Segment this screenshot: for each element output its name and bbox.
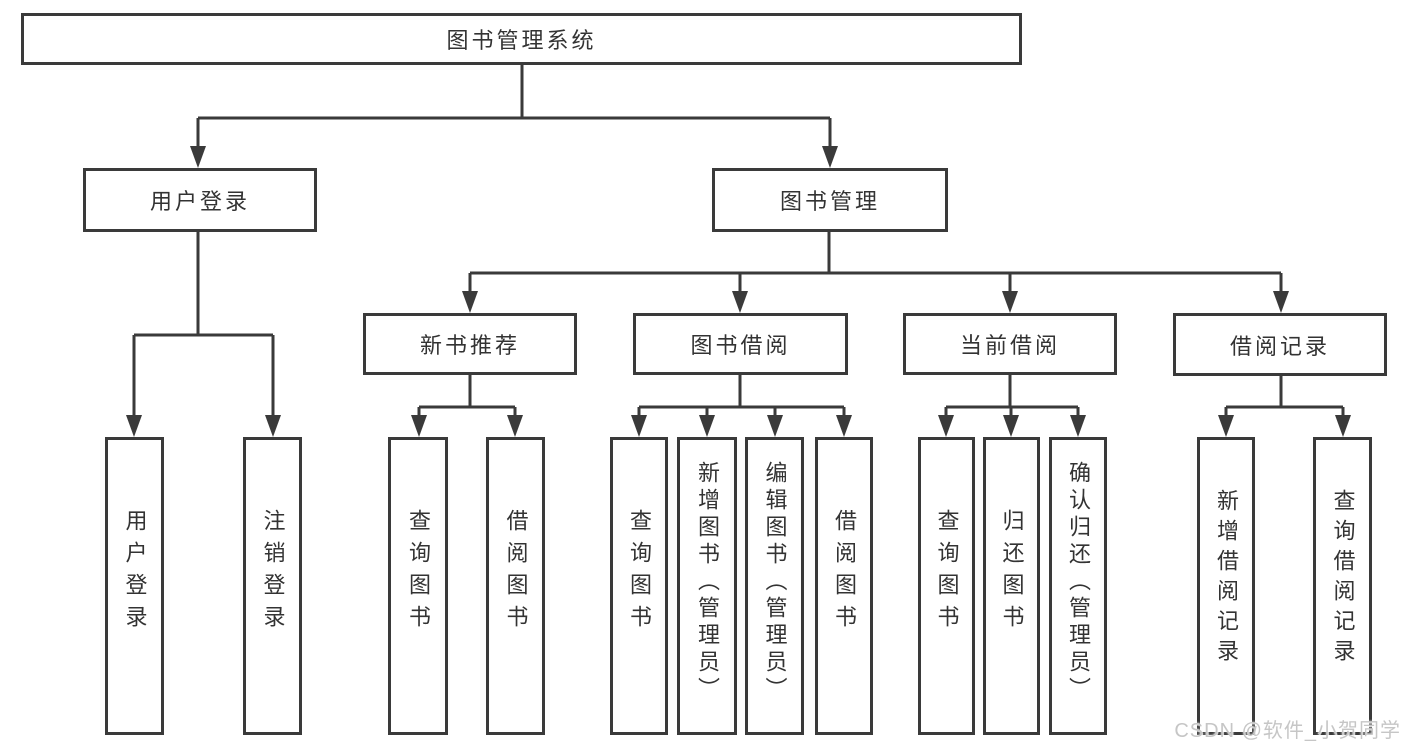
connector-borrow-records-children bbox=[1224, 375, 1345, 421]
leaf-label: 查询图书 bbox=[406, 509, 431, 637]
node-book-borrowing: 图书借阅 bbox=[633, 313, 848, 375]
leaf-add-book-admin: 新增图书（管理员） bbox=[677, 437, 737, 735]
node-label: 借阅记录 bbox=[1229, 333, 1330, 359]
arrowhead-icon bbox=[767, 415, 783, 437]
arrowhead-icon bbox=[126, 415, 142, 437]
leaf-query-books-borrow: 查询图书 bbox=[610, 437, 668, 735]
node-user-login: 用户登录 bbox=[83, 168, 317, 232]
leaf-label: 新增图书（管理员） bbox=[695, 460, 720, 704]
arrowhead-icon bbox=[411, 415, 427, 437]
leaf-query-books-recommend: 查询图书 bbox=[388, 437, 448, 735]
connector-book-borrow-children bbox=[637, 375, 846, 421]
leaf-label: 查询图书 bbox=[627, 509, 652, 637]
node-book-management: 图书管理 bbox=[712, 168, 948, 232]
leaf-label: 注销登录 bbox=[260, 509, 286, 637]
arrowhead-icon bbox=[836, 415, 852, 437]
arrowhead-icon bbox=[1335, 415, 1351, 437]
arrowhead-icon bbox=[822, 146, 838, 168]
leaf-label: 查询借阅记录 bbox=[1330, 489, 1356, 669]
leaf-label: 借阅图书 bbox=[503, 509, 529, 637]
leaf-add-borrow-record: 新增借阅记录 bbox=[1197, 437, 1255, 735]
arrowhead-icon bbox=[631, 415, 647, 437]
leaf-return-books: 归还图书 bbox=[983, 437, 1040, 735]
arrowhead-icon bbox=[1070, 415, 1086, 437]
leaf-label: 查询图书 bbox=[934, 509, 960, 637]
node-borrow-records: 借阅记录 bbox=[1173, 313, 1387, 376]
connector-root-to-level2 bbox=[196, 65, 832, 152]
arrowhead-icon bbox=[938, 415, 954, 437]
arrowhead-icon bbox=[265, 415, 281, 437]
leaf-user-login: 用户登录 bbox=[105, 437, 164, 735]
node-label: 当前借阅 bbox=[959, 333, 1060, 358]
leaf-borrow-books: 借阅图书 bbox=[815, 437, 873, 735]
node-label: 图书管理 bbox=[779, 189, 880, 214]
leaf-confirm-return-admin: 确认归还（管理员） bbox=[1049, 437, 1107, 735]
arrowhead-icon bbox=[1003, 415, 1019, 437]
leaf-label: 归还图书 bbox=[999, 509, 1025, 637]
node-library-management-system: 图书管理系统 bbox=[21, 13, 1022, 65]
node-current-borrowing: 当前借阅 bbox=[903, 313, 1117, 375]
connector-user-login-children bbox=[132, 232, 275, 421]
node-new-book-recommend: 新书推荐 bbox=[363, 313, 577, 375]
arrowhead-icon bbox=[699, 415, 715, 437]
arrowheads bbox=[126, 146, 1351, 437]
arrowhead-icon bbox=[190, 146, 206, 168]
arrowhead-icon bbox=[732, 291, 748, 313]
node-label: 图书管理系统 bbox=[446, 28, 597, 53]
arrowhead-icon bbox=[1218, 415, 1234, 437]
arrowhead-icon bbox=[507, 415, 523, 437]
leaf-query-borrow-record: 查询借阅记录 bbox=[1313, 437, 1372, 735]
leaf-logout: 注销登录 bbox=[243, 437, 302, 735]
leaf-label: 新增借阅记录 bbox=[1214, 489, 1239, 669]
node-label: 用户登录 bbox=[149, 189, 250, 214]
connector-book-mgmt-children bbox=[468, 232, 1283, 297]
connector-lines bbox=[132, 65, 1345, 421]
watermark: CSDN @软件_小贺同学 bbox=[1174, 720, 1401, 742]
leaf-label: 确认归还（管理员） bbox=[1066, 460, 1091, 704]
leaf-query-books-current: 查询图书 bbox=[918, 437, 975, 735]
connector-new-books-children bbox=[417, 375, 517, 421]
leaf-label: 借阅图书 bbox=[832, 509, 857, 637]
leaf-borrow-books-recommend: 借阅图书 bbox=[486, 437, 545, 735]
node-label: 新书推荐 bbox=[419, 333, 520, 358]
leaf-label: 用户登录 bbox=[122, 509, 148, 637]
arrowhead-icon bbox=[1002, 291, 1018, 313]
arrowhead-icon bbox=[1273, 291, 1289, 313]
node-label: 图书借阅 bbox=[690, 333, 791, 358]
leaf-edit-book-admin: 编辑图书（管理员） bbox=[745, 437, 804, 735]
connector-current-borrow-children bbox=[944, 375, 1080, 421]
arrowhead-icon bbox=[462, 291, 478, 313]
leaf-label: 编辑图书（管理员） bbox=[762, 460, 788, 704]
